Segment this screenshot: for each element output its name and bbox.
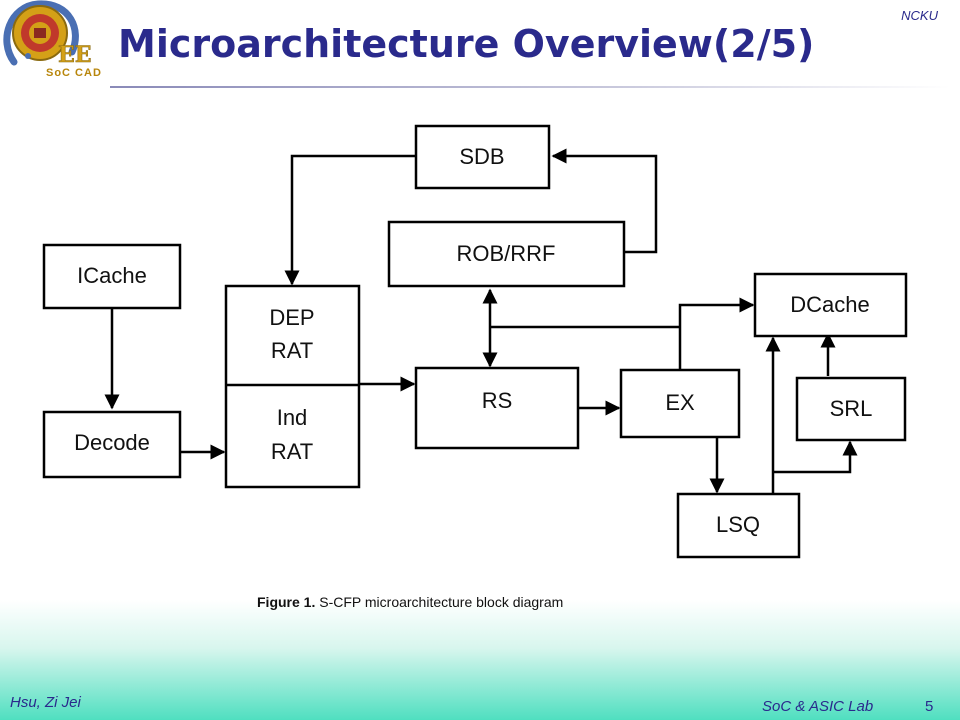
- block-decode-label: Decode: [74, 430, 150, 455]
- block-icache: ICache: [42, 243, 182, 310]
- block-rob-rrf-label: ROB/RRF: [457, 241, 556, 266]
- figure-caption-label: Figure 1.: [257, 594, 316, 610]
- block-dcache: DCache: [753, 272, 908, 338]
- block-dep-label-2: RAT: [271, 338, 313, 363]
- block-rs: RS: [414, 366, 580, 450]
- block-ind-label-2: RAT: [271, 439, 313, 464]
- block-ex: EX: [619, 368, 741, 439]
- title-underline: [110, 86, 950, 88]
- block-dep-ind-rat: DEP RAT Ind RAT: [224, 284, 361, 489]
- org-label: NCKU: [901, 8, 938, 23]
- block-ex-label: EX: [665, 390, 695, 415]
- wire-rob-to-sdb: [551, 148, 658, 254]
- wire-sdb-to-dep: [284, 154, 416, 286]
- connections: [104, 148, 858, 494]
- footer-lab: SoC & ASIC Lab: [762, 698, 874, 715]
- logo-badge: EE: [58, 42, 92, 68]
- slide-title: Microarchitecture Overview(2/5): [118, 22, 815, 66]
- block-sdb: SDB: [414, 124, 551, 190]
- university-logo: EE: [3, 0, 92, 68]
- block-sdb-label: SDB: [459, 144, 504, 169]
- footer-gradient-band: [0, 600, 960, 720]
- block-srl-label: SRL: [830, 396, 873, 421]
- block-rob-rrf: ROB/RRF: [387, 220, 626, 288]
- figure-caption-text: S-CFP microarchitecture block diagram: [315, 594, 564, 610]
- block-dep-label-1: DEP: [269, 305, 314, 330]
- block-rs-label: RS: [482, 388, 513, 413]
- block-decode: Decode: [42, 410, 182, 479]
- block-srl: SRL: [795, 376, 907, 442]
- block-lsq-label: LSQ: [716, 512, 760, 537]
- logo-caption: SoC CAD: [46, 67, 102, 79]
- block-dcache-label: DCache: [790, 292, 869, 317]
- wire-ex-to-dcache: [678, 297, 755, 370]
- block-icache-label: ICache: [77, 263, 147, 288]
- block-ind-label-1: Ind: [277, 405, 308, 430]
- page-number: 5: [925, 698, 934, 715]
- footer-author: Hsu, Zi Jei: [10, 694, 81, 711]
- block-diagram: SDB ROB/RRF ICache Decode DEP RAT Ind RA…: [42, 124, 908, 559]
- figure-caption: Figure 1. S-CFP microarchitecture block …: [257, 594, 563, 610]
- wire-lsq-to-srl: [773, 440, 858, 474]
- block-lsq: LSQ: [676, 492, 801, 559]
